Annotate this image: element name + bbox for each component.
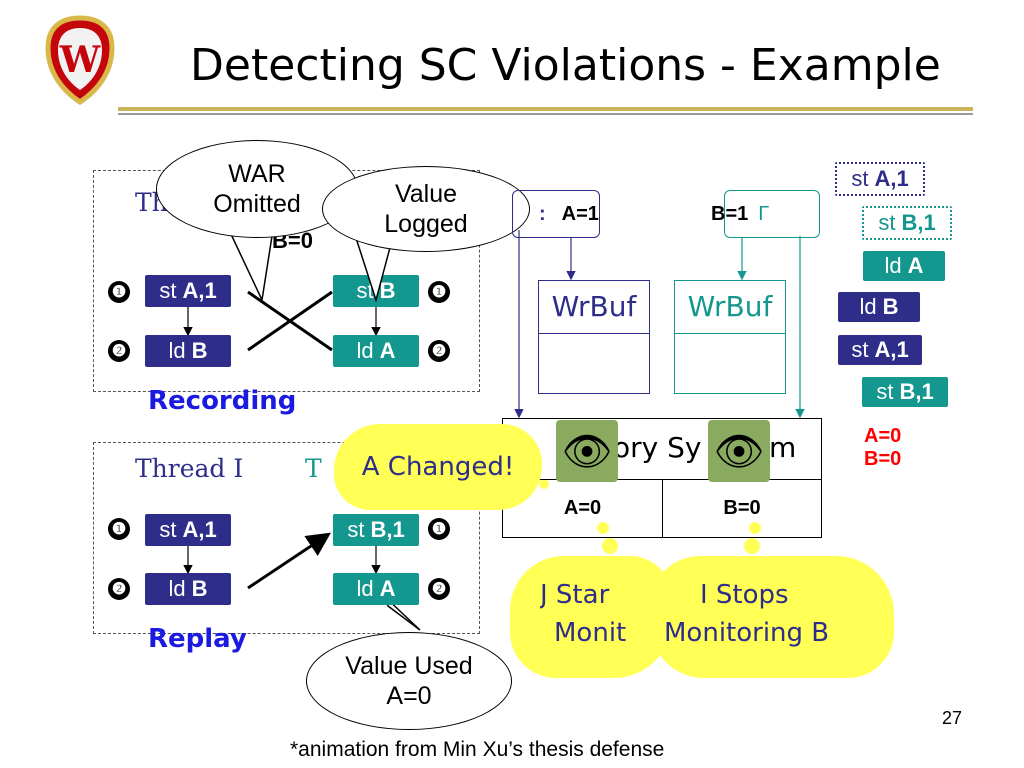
footnote: *animation from Min Xu’s thesis defense	[290, 738, 665, 761]
step-number-1: ❶	[108, 281, 130, 303]
step-number-2: ❷	[428, 340, 450, 362]
memory-system-box: ory Sy m A=0 B=0	[502, 418, 822, 538]
memory-cell-a: A=0	[503, 480, 663, 537]
uw-crest-logo: W	[45, 15, 115, 106]
cache-left: :A=1	[512, 190, 600, 238]
memory-system-header: ory Sy m	[503, 419, 821, 480]
replay-thread-i-label: Thread I	[135, 454, 244, 483]
result-a: A=0	[864, 425, 902, 447]
title-underline-shadow	[118, 113, 973, 115]
wrbuf-left-label: WrBuf	[539, 281, 649, 334]
slide-title: Detecting SC Violations - Example	[190, 40, 941, 91]
result-b: B=0	[864, 448, 902, 470]
memory-cell-b: B=0	[723, 497, 761, 519]
step-number-2: ❷	[108, 340, 130, 362]
recording-label: Recording	[148, 386, 297, 416]
i-stops-cloud	[656, 562, 888, 672]
replay-label: Replay	[148, 624, 247, 654]
j-starts-cloud	[516, 562, 666, 672]
step-number-1: ❶	[428, 281, 450, 303]
step-number-1: ❶	[108, 518, 130, 540]
wrbuf-left: WrBuf	[538, 280, 650, 394]
page-number: 27	[942, 708, 963, 728]
replay-thread-j-label: T	[305, 454, 322, 483]
step-number-2: ❷	[108, 578, 130, 600]
replay-box	[93, 442, 480, 634]
step-number-2: ❷	[428, 578, 450, 600]
title-underline	[118, 107, 973, 111]
wrbuf-right-label: WrBuf	[675, 281, 785, 334]
step-number-1: ❶	[428, 518, 450, 540]
svg-text:W: W	[59, 39, 101, 81]
wrbuf-right: WrBuf	[674, 280, 786, 394]
a-changed-cloud: A Changed!	[340, 430, 536, 504]
eye-icon: 👁	[708, 420, 770, 482]
eye-icon: 👁	[556, 420, 618, 482]
